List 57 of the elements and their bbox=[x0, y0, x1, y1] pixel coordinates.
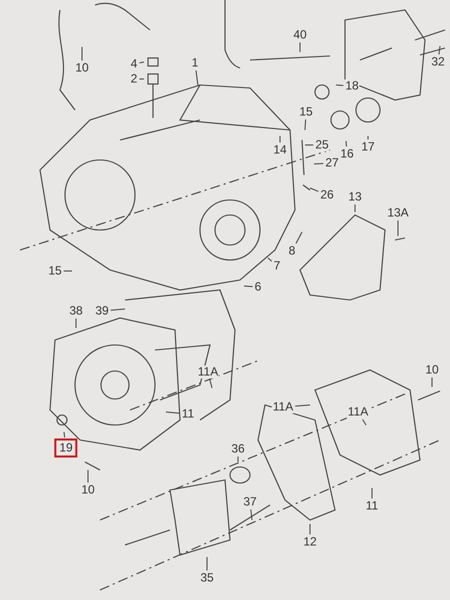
callout-number: 26 bbox=[319, 188, 335, 202]
callout-number: 16 bbox=[339, 148, 355, 160]
leader-line bbox=[138, 62, 144, 64]
leader-line bbox=[295, 232, 302, 244]
leader-line bbox=[250, 509, 252, 520]
callout-number: 1 bbox=[190, 56, 200, 70]
leader-line bbox=[346, 140, 347, 147]
callout-number: 25 bbox=[314, 138, 330, 152]
callout-number: 40 bbox=[292, 28, 308, 42]
leader-line bbox=[314, 162, 324, 164]
leader-line bbox=[138, 78, 144, 80]
callout-number: 8 bbox=[288, 244, 296, 258]
callout-number: 13A bbox=[386, 206, 410, 220]
leader-line bbox=[294, 404, 310, 407]
callout-number: 10 bbox=[74, 62, 90, 74]
callout-number: 10 bbox=[80, 484, 96, 496]
callout-number: 18 bbox=[344, 80, 360, 92]
leader-line bbox=[362, 419, 366, 426]
leader-line bbox=[336, 84, 344, 86]
callout-number: 7 bbox=[272, 260, 282, 272]
leader-line bbox=[304, 144, 314, 146]
callout-number: 11 bbox=[364, 500, 380, 512]
callout-number: 39 bbox=[94, 304, 110, 318]
leader-line bbox=[304, 119, 306, 130]
callout-number: 11A bbox=[196, 366, 220, 378]
callout-number: 35 bbox=[199, 572, 215, 584]
leader-line bbox=[64, 432, 66, 438]
leader-line bbox=[195, 70, 198, 86]
callout-number: 6 bbox=[254, 280, 262, 294]
leader-line bbox=[310, 188, 319, 192]
leader-line bbox=[354, 204, 356, 212]
leader-line bbox=[166, 412, 180, 414]
leader-line bbox=[63, 270, 72, 272]
callout-number: 10 bbox=[424, 364, 440, 376]
callout-number: 32 bbox=[430, 56, 446, 68]
callout-number: 11A bbox=[272, 400, 294, 414]
leader-line bbox=[244, 286, 254, 288]
leader-line bbox=[206, 556, 208, 571]
highlighted-callout-number: 19 bbox=[54, 438, 78, 458]
leader-line bbox=[268, 258, 272, 262]
callout-number: 2 bbox=[130, 72, 138, 86]
callout-number: 15 bbox=[47, 264, 63, 278]
callout-number: 11A bbox=[346, 406, 370, 418]
callout-number: 13 bbox=[347, 190, 363, 204]
callout-number: 27 bbox=[324, 156, 340, 170]
callout-number: 4 bbox=[130, 58, 138, 70]
callout-number: 17 bbox=[360, 140, 376, 154]
leader-line bbox=[110, 308, 126, 311]
callout-number: 38 bbox=[68, 304, 84, 318]
leader-line bbox=[209, 379, 212, 388]
callout-number: 12 bbox=[302, 536, 318, 548]
leader-line bbox=[438, 46, 440, 55]
callout-number: 37 bbox=[242, 496, 258, 508]
callout-number: 11 bbox=[180, 408, 196, 420]
callout-number: 14 bbox=[272, 144, 288, 156]
callout-number: 15 bbox=[298, 106, 314, 118]
callout-number: 36 bbox=[230, 442, 246, 456]
